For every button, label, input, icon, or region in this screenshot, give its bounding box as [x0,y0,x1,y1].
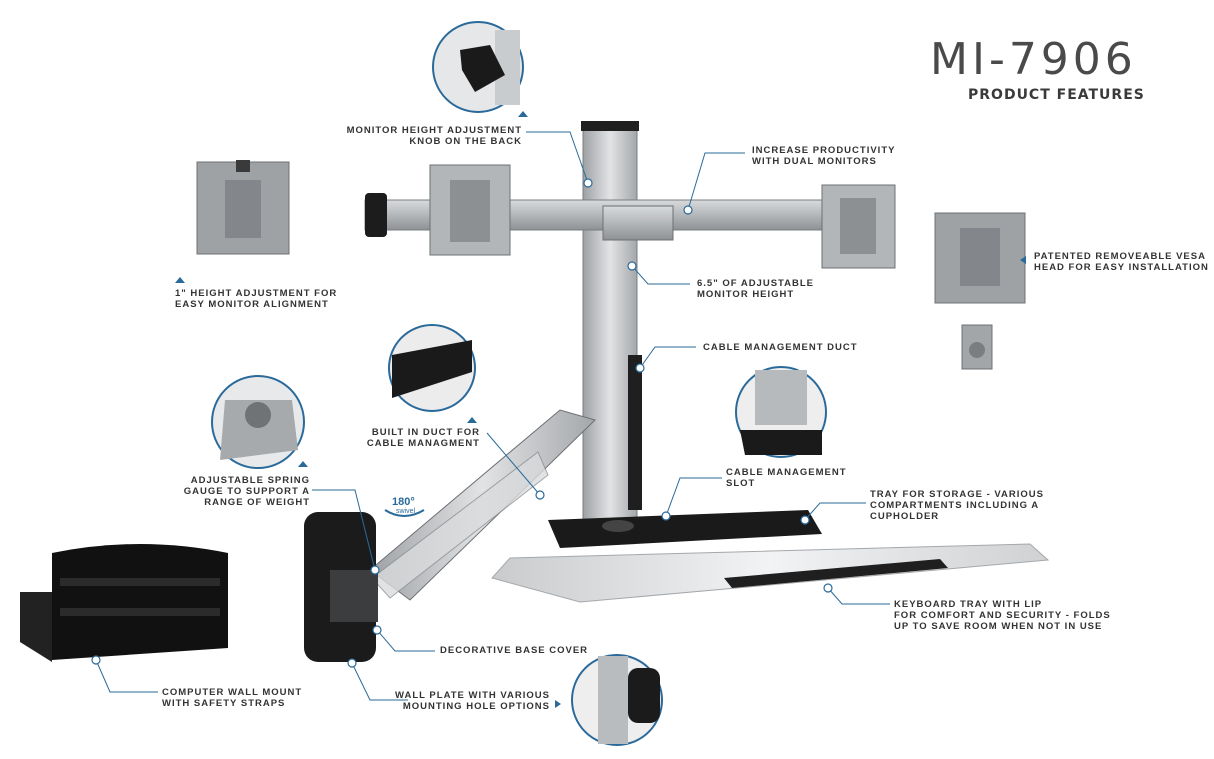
cable-duct [628,355,642,510]
storage-tray [548,510,822,548]
callout-line: RANGE OF WEIGHT [204,497,310,508]
callout-wall-plate: WALL PLATE WITH VARIOUS MOUNTING HOLE OP… [392,690,550,712]
callout-line: PATENTED REMOVEABLE VESA [1034,251,1206,262]
callout-line: TRAY FOR STORAGE - VARIOUS [870,489,1044,500]
detail-wallplate [571,654,663,746]
callout-base-cover: DECORATIVE BASE COVER [440,645,588,656]
leader-lines [95,131,890,701]
callout-line: WITH SAFETY STRAPS [162,698,286,709]
pointer-triangles [175,111,1026,708]
callout-line: CABLE MANAGMENT [366,438,480,449]
callout-line: 1" HEIGHT ADJUSTMENT FOR [175,288,338,299]
callout-line: WALL PLATE WITH VARIOUS [395,690,550,701]
column-cap [581,121,639,131]
callout-line: BUILT IN DUCT FOR [371,427,480,438]
wrist-rest [724,559,948,588]
callout-line: 6.5" OF ADJUSTABLE [697,278,814,289]
callout-keyboard-tray: KEYBOARD TRAY WITH LIP FOR COMFORT AND S… [894,599,1111,632]
bar-end-cap-left [365,193,387,237]
callout-line: HEAD FOR EASY INSTALLATION [1034,262,1209,273]
callout-line: FOR COMFORT AND SECURITY - FOLDS [894,610,1111,621]
callout-vesa-head: PATENTED REMOVEABLE VESA HEAD FOR EASY I… [1034,251,1209,273]
cpu-holder [20,544,228,662]
vesa-plate-small-right [934,212,1026,370]
callout-cpu-mount: COMPUTER WALL MOUNT WITH SAFETY STRAPS [162,687,302,709]
callout-built-in-duct: BUILT IN DUCT FOR CABLE MANAGMENT [330,427,480,449]
callout-line: CABLE MANAGEMENT [726,467,847,478]
callout-line: UP TO SAVE ROOM WHEN NOT IN USE [894,621,1103,632]
main-stand [304,121,1050,662]
detail-spring [211,375,305,469]
callout-line: MOUNTING HOLE OPTIONS [402,701,550,712]
callout-cable-duct: CABLE MANAGEMENT DUCT [703,342,858,353]
callout-line: CABLE MANAGEMENT DUCT [703,342,858,353]
swivel-label: swivel [396,508,416,515]
callout-line: GAUGE TO SUPPORT A [183,486,310,497]
vesa-plate-small-left [196,160,290,255]
callout-adjustable-height: 6.5" OF ADJUSTABLE MONITOR HEIGHT [697,278,814,300]
leader-dots [91,178,833,668]
callout-spring-gauge: ADJUSTABLE SPRING GAUGE TO SUPPORT A RAN… [160,475,310,508]
callout-line: KNOB ON THE BACK [409,136,522,147]
callout-line: INCREASE PRODUCTIVITY [752,145,896,156]
callout-line: WITH DUAL MONITORS [752,156,877,167]
callout-line: COMPUTER WALL MOUNT [162,687,303,698]
detail-duct [388,324,476,412]
callout-height-adjustment: 1" HEIGHT ADJUSTMENT FOR EASY MONITOR AL… [175,288,337,310]
callout-line: EASY MONITOR ALIGNMENT [175,299,329,310]
callout-line: MONITOR HEIGHT [697,289,795,300]
callout-line: COMPARTMENTS INCLUDING A [870,500,1040,511]
callout-line: CUPHOLDER [870,511,940,522]
callout-storage-tray: TRAY FOR STORAGE - VARIOUS COMPARTMENTS … [870,489,1044,522]
vesa-head-right [821,184,896,269]
callout-line: KEYBOARD TRAY WITH LIP [894,599,1043,610]
swivel-degrees: 180° [392,496,415,508]
callout-line: SLOT [726,478,756,489]
callout-line: MONITOR HEIGHT ADJUSTMENT [346,125,522,136]
keyboard-tray [491,543,1050,603]
bar-clamp [602,205,674,241]
detail-slot [735,366,827,458]
model-title: MI-7906 [930,34,1137,85]
callout-line: DECORATIVE BASE COVER [440,645,589,656]
detail-knob [432,21,524,113]
callout-cable-slot: CABLE MANAGEMENT SLOT [726,467,847,489]
vesa-head-left [429,164,511,256]
product-features-subtitle: PRODUCT FEATURES [968,87,1145,103]
callout-knob: MONITOR HEIGHT ADJUSTMENT KNOB ON THE BA… [322,125,522,147]
swivel-arrow-icon [384,509,425,517]
callout-dual-monitors: INCREASE PRODUCTIVITY WITH DUAL MONITORS [752,145,895,167]
callout-line: ADJUSTABLE SPRING [190,475,310,486]
